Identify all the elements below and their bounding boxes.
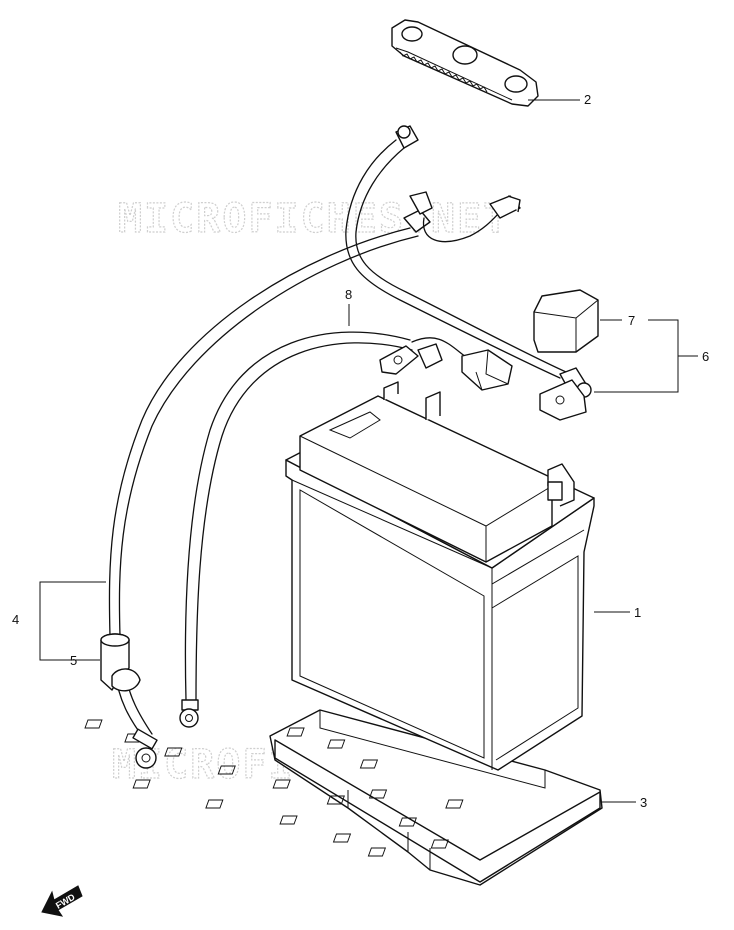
callout-7: 7: [628, 313, 635, 328]
callout-5: 5: [70, 653, 77, 668]
part-4-cable[interactable]: [108, 191, 433, 769]
part-6-cable[interactable]: [345, 125, 592, 421]
callout-1: 1: [634, 605, 641, 620]
part-2-cover[interactable]: [391, 19, 539, 107]
leader-4: [39, 581, 106, 661]
callout-2: 2: [584, 92, 591, 107]
callout-8: 8: [345, 287, 352, 302]
callout-3: 3: [640, 795, 647, 810]
leader-6: [594, 319, 679, 393]
part-7-relay-cover[interactable]: [533, 289, 599, 353]
watermark-top: MICROFICHES.NET: [118, 196, 509, 242]
fwd-arrow-icon: FWD: [41, 885, 83, 917]
callout-4: 4: [12, 612, 19, 627]
part-1-battery[interactable]: [285, 381, 630, 771]
part-8-cable[interactable]: [179, 331, 513, 728]
part-5-grommet[interactable]: [100, 633, 141, 692]
callout-6: 6: [702, 349, 709, 364]
